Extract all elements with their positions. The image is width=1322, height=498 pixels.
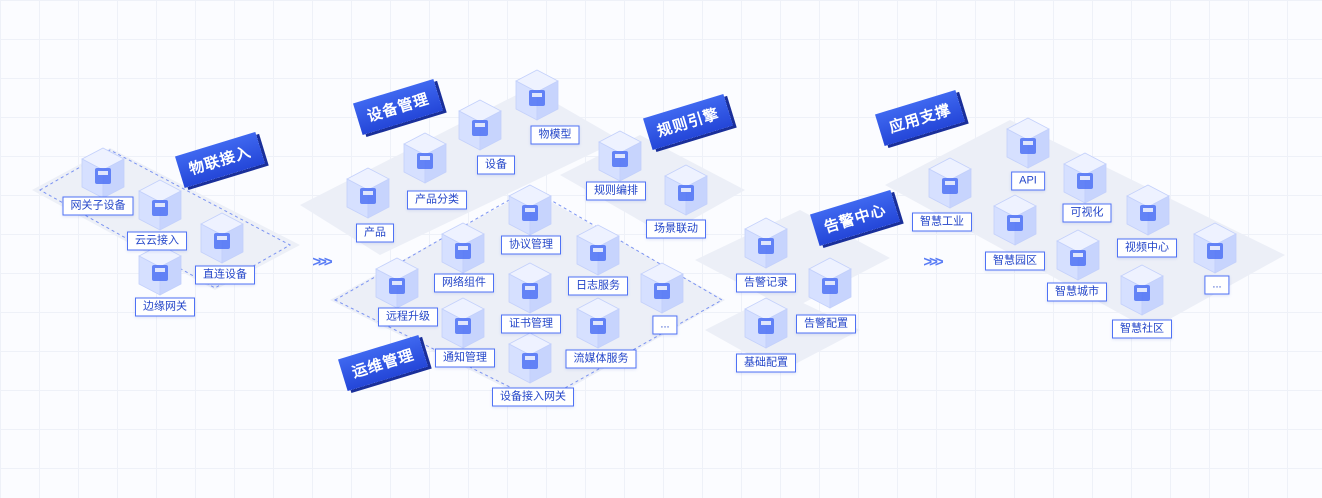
label-industry: 智慧工业 [912, 212, 972, 232]
label-cloud: 云云接入 [127, 231, 187, 251]
cube-industry [927, 156, 973, 214]
cube-log [575, 223, 621, 281]
label-access-gateway: 设备接入网关 [492, 387, 574, 407]
cube-visual [1062, 151, 1108, 209]
cube-category [402, 131, 448, 189]
cube-shape [1056, 229, 1100, 281]
label-direct: 直连设备 [195, 265, 255, 285]
label-device: 设备 [477, 155, 515, 175]
cube-model [514, 68, 560, 126]
cube-shape [346, 167, 390, 219]
label-park: 智慧园区 [985, 251, 1045, 271]
cube-more-app [1192, 221, 1238, 279]
cube-notice [440, 296, 486, 354]
cube-shape [1063, 152, 1107, 204]
cube-shape [1006, 117, 1050, 169]
cube-shape [576, 297, 620, 349]
cube-shape [1120, 264, 1164, 316]
cube-video [1125, 183, 1171, 241]
cube-shape [508, 332, 552, 384]
label-protocol: 协议管理 [501, 235, 561, 255]
cube-alarm-config [807, 256, 853, 314]
flow-arrow-2: >>> [923, 253, 943, 271]
label-visual: 可视化 [1062, 203, 1112, 223]
cube-community [1119, 263, 1165, 321]
platform-ops-dash [333, 187, 724, 403]
label-gateway-sub: 网关子设备 [62, 196, 134, 216]
cube-park [992, 193, 1038, 251]
cube-shape [508, 184, 552, 236]
label-workflow: 规则编排 [586, 181, 646, 201]
label-api: API [1011, 171, 1045, 191]
label-model: 物模型 [530, 125, 580, 145]
cube-shape [744, 217, 788, 269]
cube-shape [993, 194, 1037, 246]
cube-shape [508, 262, 552, 314]
cube-media [575, 296, 621, 354]
cube-shape [598, 130, 642, 182]
cube-shape [928, 157, 972, 209]
cube-edge [137, 243, 183, 301]
cube-city [1055, 228, 1101, 286]
cube-shape [808, 257, 852, 309]
label-linkage: 场景联动 [646, 219, 706, 239]
platform-iot-dash [38, 149, 292, 289]
cube-workflow [597, 129, 643, 187]
label-cert: 证书管理 [501, 314, 561, 334]
cube-device [457, 98, 503, 156]
cube-shape [441, 222, 485, 274]
cube-network [440, 221, 486, 279]
label-category: 产品分类 [407, 190, 467, 210]
label-more-ops: ... [652, 315, 678, 335]
label-alarm-config: 告警配置 [796, 314, 856, 334]
cube-shape [138, 179, 182, 231]
cube-shape [200, 212, 244, 264]
label-community: 智慧社区 [1112, 319, 1172, 339]
label-more-app: ... [1204, 275, 1230, 295]
cube-product [345, 166, 391, 224]
cube-shape [1193, 222, 1237, 274]
cube-shape [375, 257, 419, 309]
cube-shape [458, 99, 502, 151]
label-edge: 边缘网关 [135, 297, 195, 317]
label-media: 流媒体服务 [565, 349, 637, 369]
label-network: 网络组件 [434, 273, 494, 293]
cube-direct [199, 211, 245, 269]
cube-shape [744, 297, 788, 349]
cube-api [1005, 116, 1051, 174]
cube-shape [1126, 184, 1170, 236]
label-basic-config: 基础配置 [736, 353, 796, 373]
cube-more-ops [639, 261, 685, 319]
label-upgrade: 远程升级 [378, 307, 438, 327]
cube-access-gateway [507, 331, 553, 389]
cube-shape [138, 244, 182, 296]
cube-shape [515, 69, 559, 121]
cube-alarm-record [743, 216, 789, 274]
cube-cloud [137, 178, 183, 236]
cube-shape [576, 224, 620, 276]
flow-arrow-1: >>> [312, 253, 332, 271]
platform-app [885, 120, 1285, 330]
cube-protocol [507, 183, 553, 241]
cube-shape [640, 262, 684, 314]
cube-shape [403, 132, 447, 184]
cube-upgrade [374, 256, 420, 314]
label-alarm-record: 告警记录 [736, 273, 796, 293]
label-log: 日志服务 [568, 276, 628, 296]
label-notice: 通知管理 [435, 348, 495, 368]
label-city: 智慧城市 [1047, 282, 1107, 302]
cube-linkage [663, 163, 709, 221]
cube-gateway-sub [80, 146, 126, 204]
cube-shape [81, 147, 125, 199]
label-product: 产品 [356, 223, 394, 243]
cube-shape [664, 164, 708, 216]
cube-basic-config [743, 296, 789, 354]
cube-cert [507, 261, 553, 319]
cube-shape [441, 297, 485, 349]
label-video: 视频中心 [1117, 238, 1177, 258]
